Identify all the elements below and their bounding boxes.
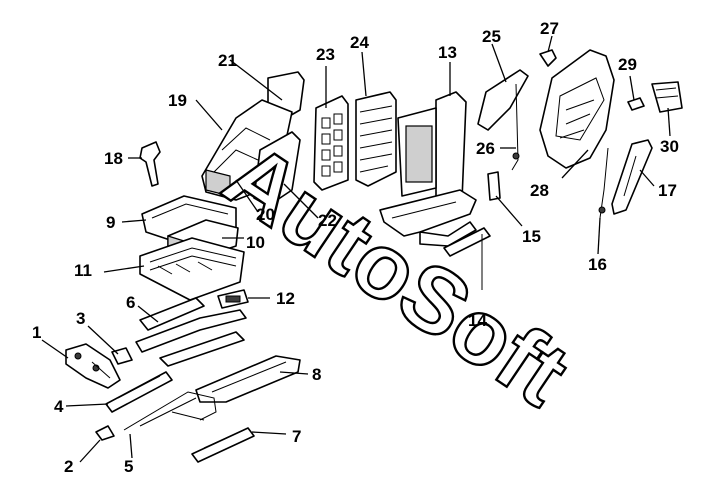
part-label-2: 2: [64, 457, 73, 476]
backrest-frame-part: [313, 91, 397, 191]
part-label-16: 16: [588, 255, 607, 274]
part-label-27: 27: [540, 19, 559, 38]
seat-rails: [105, 297, 301, 463]
part-label-17: 17: [658, 181, 677, 200]
part-label-20: 20: [256, 205, 275, 224]
side-panel-part: [477, 69, 529, 171]
seat-cushion: [139, 195, 245, 301]
part-label-5: 5: [124, 457, 133, 476]
part-label-4: 4: [54, 397, 64, 416]
recliner-lever: [443, 171, 501, 290]
part-label-8: 8: [312, 365, 321, 384]
part-label-30: 30: [660, 137, 679, 156]
part-label-7: 7: [292, 427, 301, 446]
part-label-13: 13: [438, 43, 457, 62]
switch-part: [217, 289, 249, 309]
part-label-28: 28: [530, 181, 549, 200]
part-label-23: 23: [316, 45, 335, 64]
part-label-22: 22: [318, 211, 337, 230]
leader-lines: [41, 35, 671, 463]
part-label-11: 11: [74, 261, 92, 280]
part-label-18: 18: [104, 149, 123, 168]
part-label-12: 12: [276, 289, 295, 308]
rod-and-trim: [598, 139, 653, 219]
seat-back-frame: [379, 91, 477, 247]
motor-assembly: [65, 343, 133, 441]
part-label-24: 24: [350, 33, 369, 52]
part-label-9: 9: [106, 213, 115, 232]
part-label-10: 10: [246, 233, 265, 252]
part-label-3: 3: [76, 309, 85, 328]
part-label-6: 6: [126, 293, 135, 312]
part-label-15: 15: [522, 227, 541, 246]
part-label-1: 1: [32, 323, 41, 342]
part-label-21: 21: [218, 51, 237, 70]
small-clip-parts: [539, 49, 683, 113]
part-label-26: 26: [476, 139, 495, 158]
backrest-shell: [539, 49, 615, 169]
part-label-14: 14: [468, 311, 487, 330]
part-label-29: 29: [618, 55, 637, 74]
part-labels: 1 2 3 4 5 6 7 8 9 10 11 12 13 14 15 16 1…: [32, 19, 679, 476]
part-label-25: 25: [482, 27, 501, 46]
bracket-part: [139, 141, 161, 187]
part-label-19: 19: [168, 91, 187, 110]
headrest-cover-part: [201, 71, 305, 207]
